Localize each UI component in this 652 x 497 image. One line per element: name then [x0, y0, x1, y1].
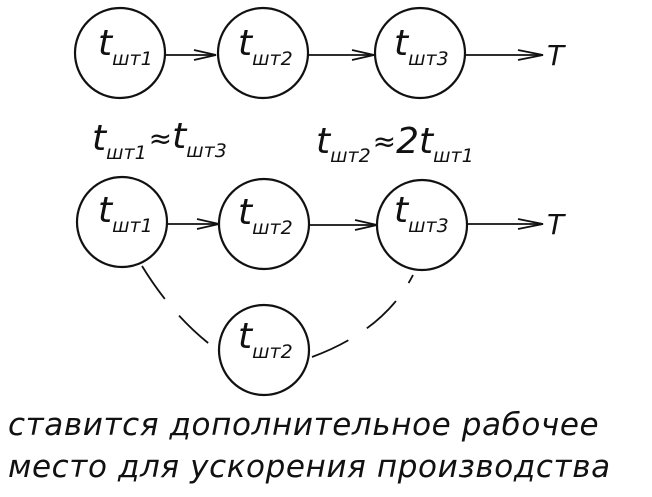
node-subscript: шт1	[112, 48, 153, 70]
svg-text:tшт2: tшт2	[238, 23, 293, 70]
row-2-node-1: tшт1	[75, 175, 169, 269]
row-1-output-arrow	[465, 49, 544, 61]
node-symbol: t	[238, 316, 254, 357]
row-1-node-1: tшт1	[73, 6, 167, 100]
node-symbol: t	[238, 192, 254, 233]
relation-2: tшт2≈2tшт1	[316, 121, 474, 167]
row-2-extra-node: tшт2	[217, 303, 311, 397]
row-1-node-2: tшт2	[216, 6, 310, 100]
svg-text:tшт2: tшт2	[238, 316, 293, 363]
caption-line-1: ставится дополнительное рабочее	[8, 407, 600, 443]
node-symbol: t	[238, 23, 254, 64]
row-2-output-arrow	[467, 218, 544, 230]
node-subscript: шт3	[408, 48, 449, 70]
row-1-arrow-1	[165, 49, 217, 61]
relation-1: tшт1≈tшт3	[92, 116, 227, 164]
row-1-output-label: T	[547, 39, 566, 72]
row-1-node-3: tшт3	[373, 6, 467, 100]
svg-text:tшт3: tшт3	[394, 190, 449, 237]
row-2-output-label: T	[547, 208, 566, 241]
svg-text:tшт3: tшт3	[394, 23, 449, 70]
row-2-arrow-2	[309, 219, 378, 231]
node-subscript: шт2	[252, 48, 293, 70]
relations: tшт1≈tшт3 tшт2≈2tшт1	[92, 116, 474, 167]
node-subscript: шт1	[112, 215, 153, 237]
svg-text:tшт1: tшт1	[98, 23, 153, 70]
dashed-link-left	[141, 265, 221, 353]
node-symbol: t	[394, 23, 410, 64]
caption-line-2: место для ускорения производства	[8, 449, 611, 485]
row-1-arrow-2	[308, 49, 375, 61]
node-subscript: шт3	[408, 215, 449, 237]
node-subscript: шт2	[252, 217, 293, 239]
row-2-node-2: tшт2	[217, 177, 311, 271]
node-symbol: t	[98, 190, 114, 231]
row-2-node-3: tшт3	[375, 178, 469, 272]
svg-text:tшт2: tшт2	[238, 192, 293, 239]
node-symbol: t	[394, 190, 410, 231]
row-2: tшт1 tшт2 tшт3 tшт2	[75, 175, 566, 397]
node-subscript: шт2	[252, 341, 293, 363]
row-1: tшт1 tшт2 tшт3 T	[73, 6, 566, 100]
dashed-link-right	[311, 274, 414, 358]
svg-text:tшт1: tшт1	[98, 190, 153, 237]
row-2-arrow-1	[167, 218, 220, 230]
node-symbol: t	[98, 23, 114, 64]
